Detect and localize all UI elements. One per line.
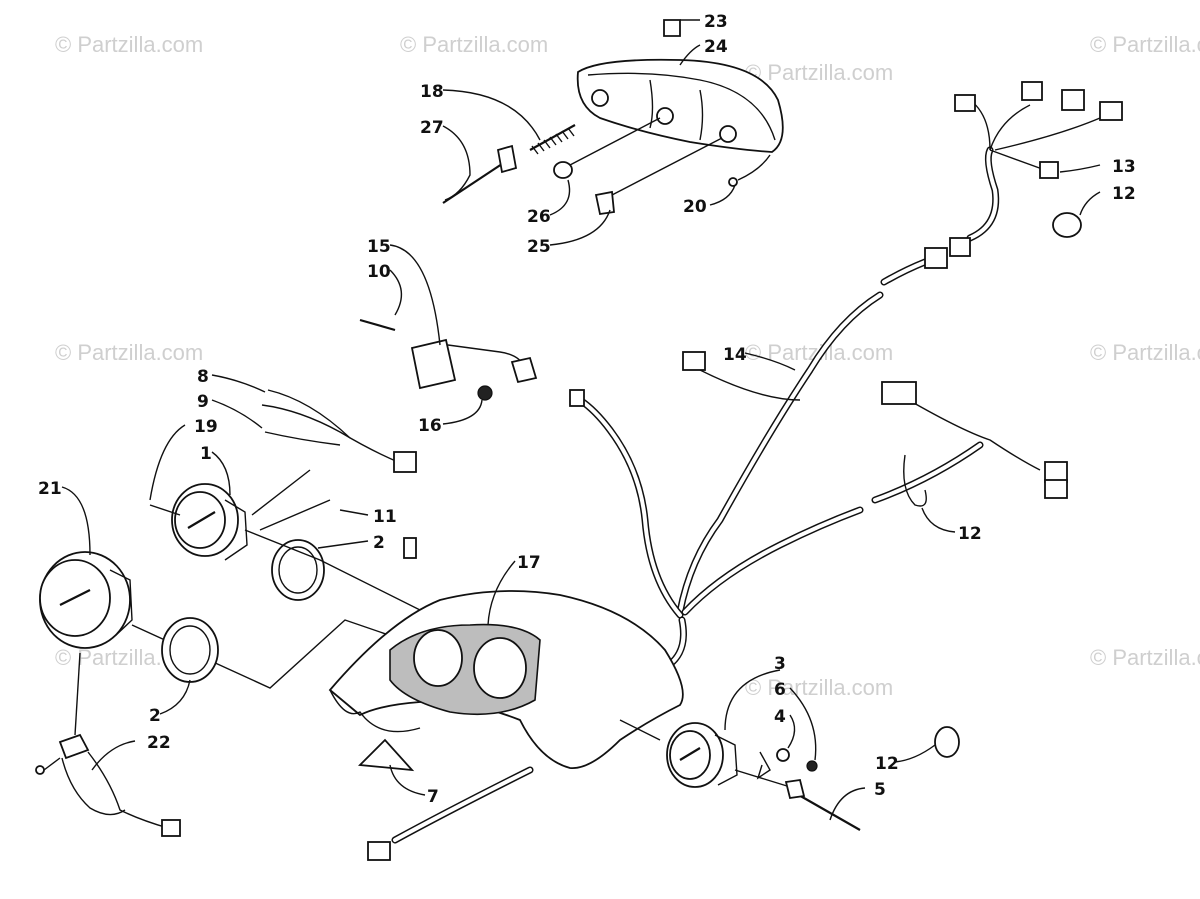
callout-19: 19 — [194, 417, 218, 437]
bezel-ring — [271, 539, 325, 601]
callout-10: 10 — [367, 262, 391, 282]
cable-tie — [934, 726, 960, 758]
gauge-lamp — [35, 733, 181, 837]
wire-8 — [261, 404, 399, 463]
adjuster-spring — [529, 124, 576, 155]
callout-22: 22 — [147, 733, 171, 753]
leader-lines — [61, 19, 1101, 821]
callout-15: 15 — [367, 237, 391, 257]
callout-5: 5 — [874, 780, 886, 800]
callout-8: 8 — [197, 367, 209, 387]
callout-21: 21 — [38, 479, 62, 499]
callout-14: 14 — [723, 345, 747, 365]
callout-12: 12 — [875, 754, 899, 774]
callout-2: 2 — [373, 533, 385, 553]
callout-7: 7 — [427, 787, 439, 807]
watermark-text: © Partzilla.com — [745, 60, 893, 85]
cable-tie — [1052, 212, 1082, 238]
watermark-text: © Partzilla.com — [1090, 340, 1200, 365]
callout-18: 18 — [420, 82, 444, 102]
callout-27: 27 — [420, 118, 444, 138]
watermark-text: © Partzilla.com — [1090, 645, 1200, 670]
tachometer — [39, 551, 521, 689]
connectors — [367, 81, 1123, 861]
callout-9: 9 — [197, 392, 209, 412]
switch-assembly — [359, 318, 538, 401]
watermark-text: © Partzilla.com — [400, 32, 548, 57]
clip-23 — [663, 19, 681, 37]
callout-26: 26 — [527, 207, 551, 227]
watermark-text: © Partzilla.com — [1090, 32, 1200, 57]
callout-16: 16 — [418, 416, 442, 436]
callout-12: 12 — [1112, 184, 1136, 204]
callout-6: 6 — [774, 680, 786, 700]
wiring-harness — [576, 99, 1101, 676]
watermarks: © Partzilla.com © Partzilla.com © Partzi… — [55, 32, 1200, 700]
bulb-26 — [553, 161, 573, 179]
callout-23: 23 — [704, 12, 728, 32]
dash-panel — [328, 590, 684, 844]
decal-7 — [358, 738, 415, 772]
bulb-socket-25 — [594, 190, 615, 216]
callout-3: 3 — [774, 654, 786, 674]
callout-4: 4 — [774, 707, 786, 727]
callout-17: 17 — [517, 553, 541, 573]
watermark-text: © Partzilla.com — [745, 675, 893, 700]
speedometer — [149, 469, 521, 651]
callout-1: 1 — [200, 444, 212, 464]
headlight-housing — [576, 58, 784, 153]
callout-labels: 23 24 18 27 26 25 20 15 10 16 8 9 19 1 1… — [38, 12, 1136, 807]
watermark-text: © Partzilla.com — [55, 32, 203, 57]
callout-12: 12 — [958, 524, 982, 544]
callout-24: 24 — [704, 37, 728, 57]
watermark-text: © Partzilla.com — [55, 340, 203, 365]
callout-13: 13 — [1112, 157, 1136, 177]
callout-2: 2 — [149, 706, 161, 726]
callout-11: 11 — [373, 507, 397, 527]
callout-20: 20 — [683, 197, 707, 217]
fuel-gauge — [619, 719, 861, 831]
callout-25: 25 — [527, 237, 551, 257]
